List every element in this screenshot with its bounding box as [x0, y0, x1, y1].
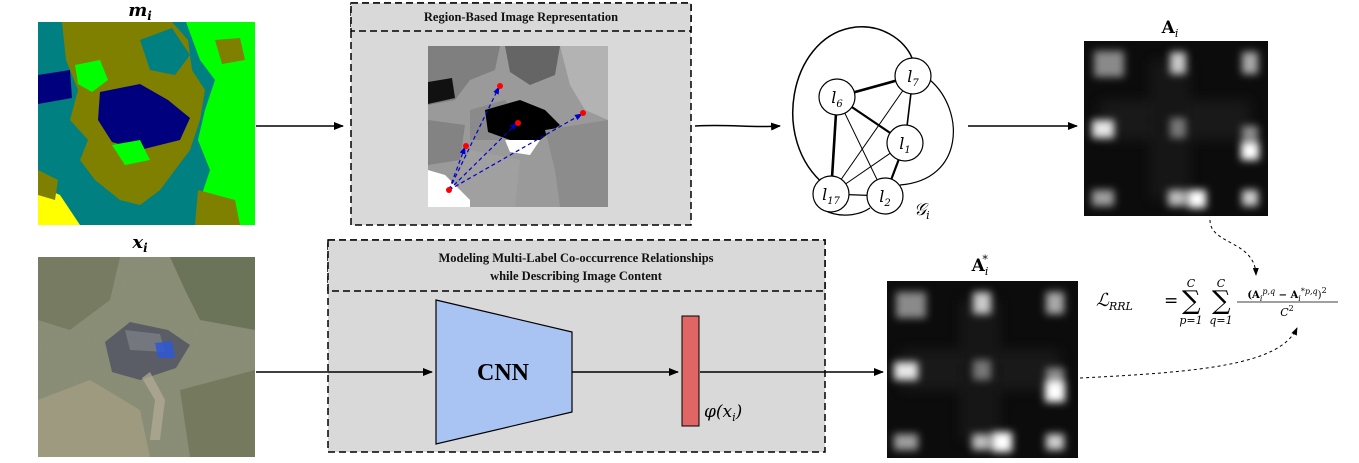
- svg-text:C: C: [1217, 277, 1226, 290]
- region-representation-panel: Region-Based Image Representation: [350, 2, 692, 226]
- svg-text:∑: ∑: [1212, 286, 1231, 316]
- svg-text:l7: l7: [907, 67, 919, 89]
- adjacency-matrix: [1084, 41, 1268, 216]
- svg-text:ℒRRL: ℒRRL: [1096, 290, 1133, 313]
- cnn-label: CNN: [477, 360, 530, 386]
- graph-node-l6: l6: [818, 78, 856, 116]
- svg-text:C2: C2: [1280, 304, 1294, 319]
- feature-label: φ(xi): [704, 402, 742, 424]
- predicted-adjacency-matrix: [887, 281, 1078, 458]
- graph-label: 𝒢i: [914, 200, 930, 222]
- loss-formula: ℒRRL = ∑ C p=1 ∑ C q=1 (Aip,q − Ai*p,q)2…: [1096, 277, 1338, 327]
- cnn-block: CNN: [435, 299, 573, 445]
- graph-node-l2: l2: [866, 177, 904, 215]
- modeling-panel-title-line2: while Describing Image Content: [490, 269, 663, 283]
- region-relations: [446, 83, 586, 193]
- svg-text:C: C: [1187, 277, 1196, 290]
- mask-label: mi: [128, 0, 152, 23]
- aerial-image: [38, 257, 255, 457]
- graph-node-l17: l17: [812, 175, 850, 213]
- svg-text:(Aip,q − Ai*p,q)2: (Aip,q − Ai*p,q)2: [1247, 286, 1326, 303]
- modeling-panel-title-line1: Modeling Multi-Label Co-occurrence Relat…: [438, 251, 713, 265]
- flow-arrows: [256, 122, 1298, 379]
- graph-node-l7: l7: [894, 57, 932, 95]
- region-panel-title: Region-Based Image Representation: [424, 10, 618, 24]
- label-graph: l6 l7 l1 l17 l2 𝒢i: [792, 26, 954, 222]
- feature-vector: φ(xi): [681, 315, 742, 427]
- region-image: [428, 46, 608, 207]
- svg-text:l2: l2: [879, 187, 891, 209]
- svg-text:l6: l6: [831, 88, 843, 110]
- svg-text:l1: l1: [899, 134, 911, 156]
- segmentation-mask-image: [38, 22, 255, 225]
- svg-text:=: =: [1164, 291, 1178, 311]
- adjacency-label: Ai: [1161, 18, 1179, 40]
- aerial-image-label: xi: [131, 232, 148, 255]
- svg-text:p=1: p=1: [1179, 314, 1202, 327]
- svg-text:l17: l17: [822, 185, 840, 207]
- svg-text:∑: ∑: [1182, 286, 1201, 316]
- modeling-panel: Modeling Multi-Label Co-occurrence Relat…: [327, 239, 826, 453]
- svg-text:q=1: q=1: [1209, 314, 1232, 327]
- predicted-adjacency-label: Ai*: [971, 253, 989, 278]
- graph-node-l1: l1: [886, 124, 924, 162]
